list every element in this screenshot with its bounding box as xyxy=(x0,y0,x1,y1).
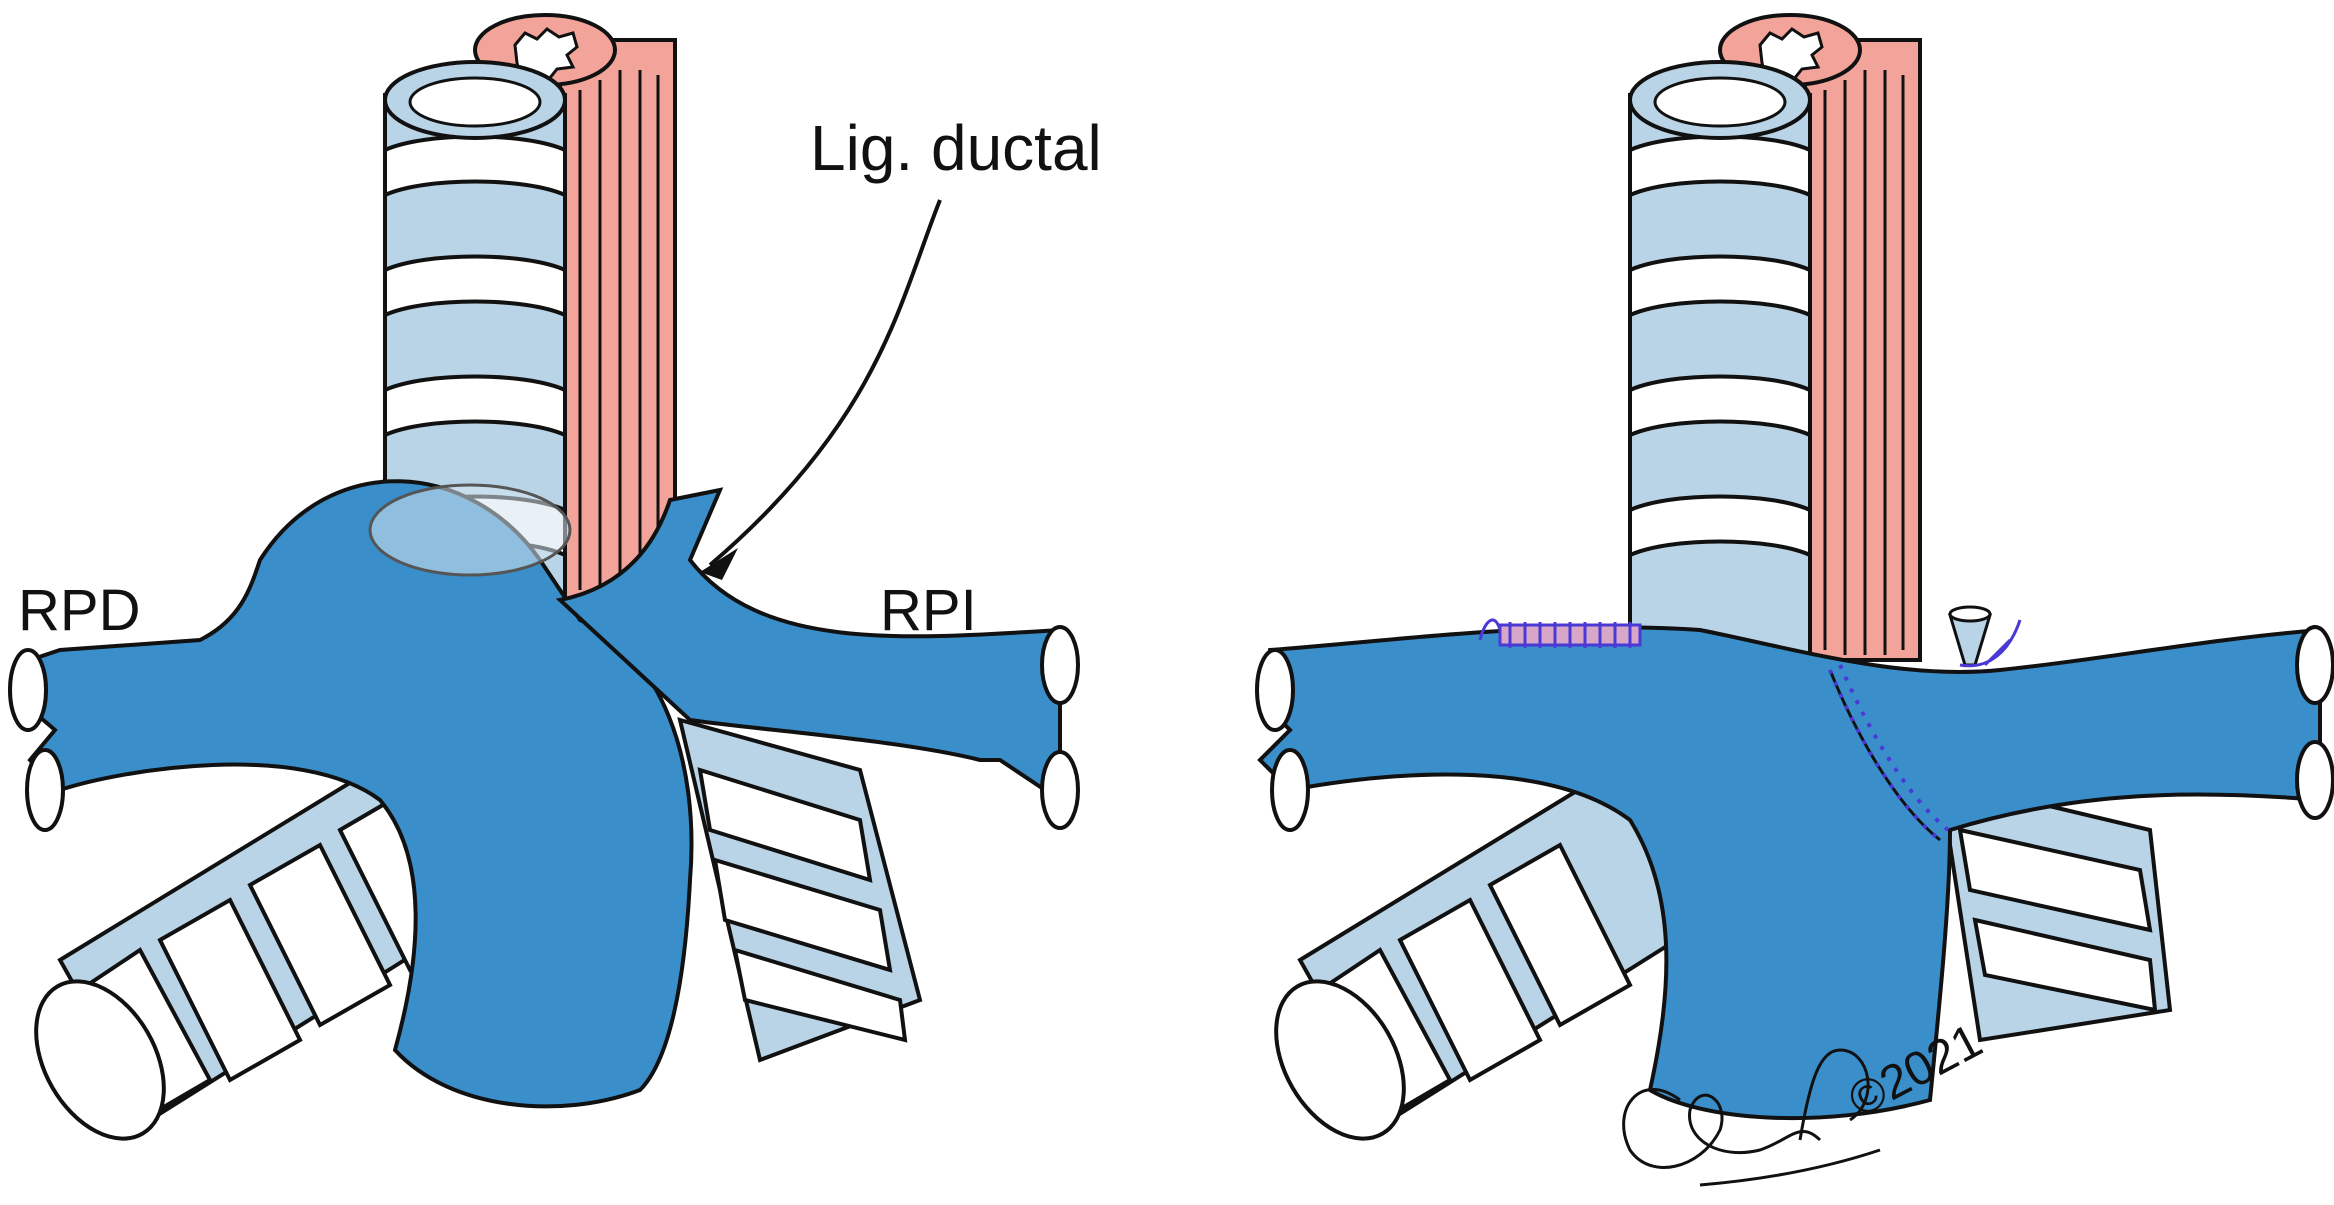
artist-signature-icon xyxy=(1622,1048,1881,1187)
right-right-bronchus xyxy=(1937,777,2173,1043)
right-esophagus xyxy=(1718,13,1922,662)
left-panel: Lig. ductal RPD RPI xyxy=(8,13,1102,1141)
right-trachea xyxy=(1628,60,1812,657)
lig-ductal-label: Lig. ductal xyxy=(810,112,1102,184)
anastomosis-suture xyxy=(1828,664,1954,842)
lig-ductal-arrow xyxy=(700,199,942,580)
left-pulmonary-artery xyxy=(8,479,1080,1109)
right-pulmonary-artery xyxy=(1255,625,2334,1121)
right-panel: ©2021 xyxy=(1255,13,2334,1187)
left-esophagus xyxy=(473,13,677,602)
ductal-ligature xyxy=(1947,605,2022,668)
rpi-label: RPI xyxy=(880,578,977,643)
left-right-bronchus xyxy=(677,717,923,1063)
rpd-label: RPD xyxy=(18,578,140,643)
upper-suture xyxy=(1478,618,1642,648)
right-lower-bronchus xyxy=(1274,737,1743,1141)
left-lower-bronchus xyxy=(34,737,503,1141)
